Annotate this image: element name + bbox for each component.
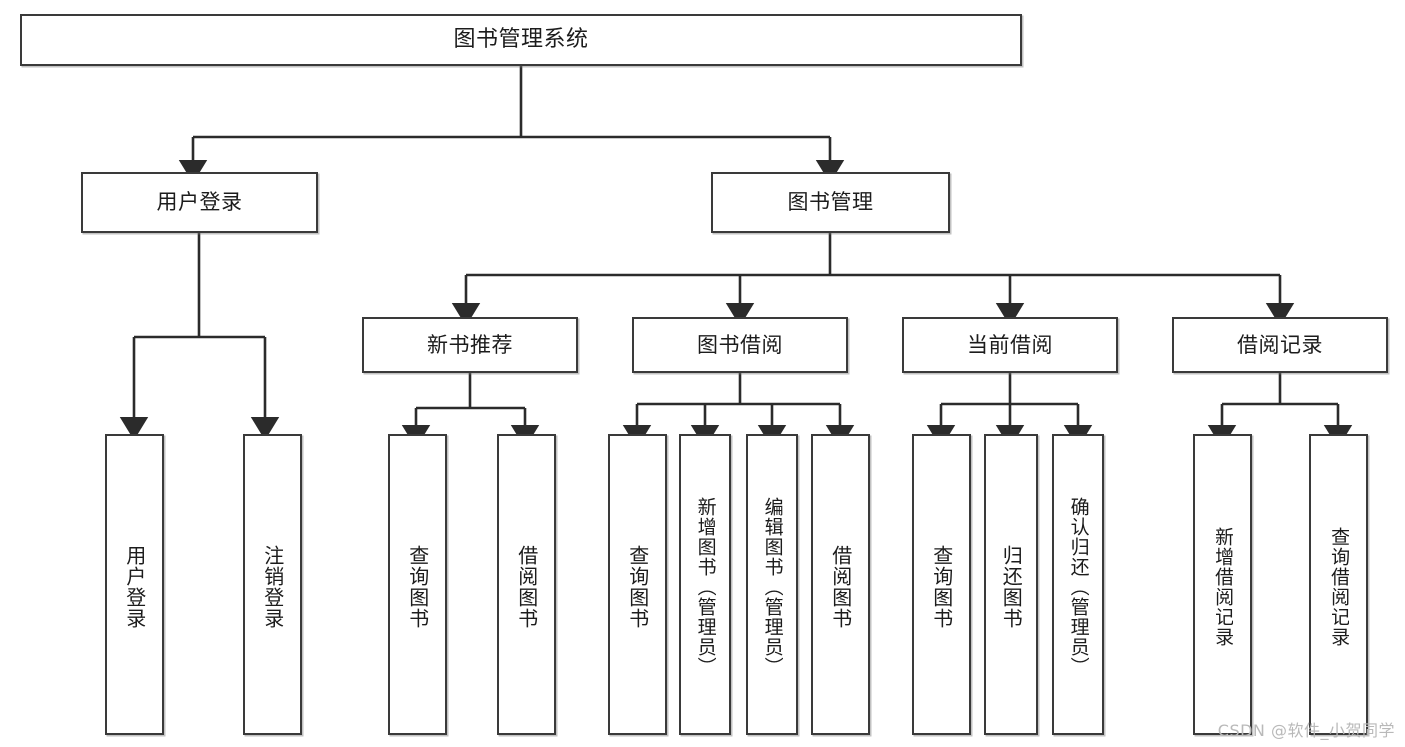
node-label: 查询图书 — [626, 544, 649, 629]
leaf-confirm-return[interactable]: 确认归还（管理员） — [1052, 434, 1104, 735]
node-label: 新书推荐 — [427, 332, 513, 357]
node-label: 借阅图书 — [515, 544, 538, 629]
leaf-borrow-book-2[interactable]: 借阅图书 — [811, 434, 870, 735]
node-book-manage[interactable]: 图书管理 — [711, 172, 950, 233]
node-label: 查询图书 — [406, 544, 429, 629]
csdn-watermark: CSDN @软件_小贺同学 — [1217, 721, 1395, 740]
node-book-borrow[interactable]: 图书借阅 — [632, 317, 848, 373]
leaf-add-book[interactable]: 新增图书（管理员） — [679, 434, 731, 735]
node-label: 注销登录 — [261, 544, 284, 629]
node-borrow-record[interactable]: 借阅记录 — [1172, 317, 1388, 373]
node-label: 用户登录 — [123, 544, 146, 629]
node-label: 查询图书 — [930, 544, 953, 629]
leaf-user-logout[interactable]: 注销登录 — [243, 434, 302, 735]
node-label: 确认归还（管理员） — [1067, 496, 1089, 677]
leaf-query-book-1[interactable]: 查询图书 — [388, 434, 447, 735]
node-label: 归还图书 — [999, 544, 1023, 629]
node-label: 新增借阅记录 — [1212, 526, 1234, 647]
leaf-user-login[interactable]: 用户登录 — [105, 434, 164, 735]
node-label: 编辑图书（管理员） — [761, 496, 783, 677]
node-label: 借阅图书 — [829, 544, 852, 629]
leaf-borrow-book-1[interactable]: 借阅图书 — [497, 434, 556, 735]
node-label: 查询借阅记录 — [1328, 526, 1350, 647]
leaf-query-record[interactable]: 查询借阅记录 — [1309, 434, 1368, 735]
node-label: 图书借阅 — [697, 332, 783, 357]
node-label: 图书管理 — [787, 190, 874, 215]
leaf-add-record[interactable]: 新增借阅记录 — [1193, 434, 1252, 735]
leaf-edit-book[interactable]: 编辑图书（管理员） — [746, 434, 798, 735]
node-label: 当前借阅 — [967, 332, 1053, 357]
leaf-query-book-3[interactable]: 查询图书 — [912, 434, 971, 735]
leaf-return-book[interactable]: 归还图书 — [984, 434, 1038, 735]
leaf-query-book-2[interactable]: 查询图书 — [608, 434, 667, 735]
node-new-book-rec[interactable]: 新书推荐 — [362, 317, 578, 373]
node-current-borrow[interactable]: 当前借阅 — [902, 317, 1118, 373]
node-user-login[interactable]: 用户登录 — [81, 172, 318, 233]
node-label: 用户登录 — [156, 190, 243, 215]
node-label: 图书管理系统 — [453, 27, 589, 53]
node-label: 新增图书（管理员） — [694, 496, 716, 677]
node-label: 借阅记录 — [1237, 332, 1323, 357]
node-root-system[interactable]: 图书管理系统 — [20, 14, 1022, 66]
